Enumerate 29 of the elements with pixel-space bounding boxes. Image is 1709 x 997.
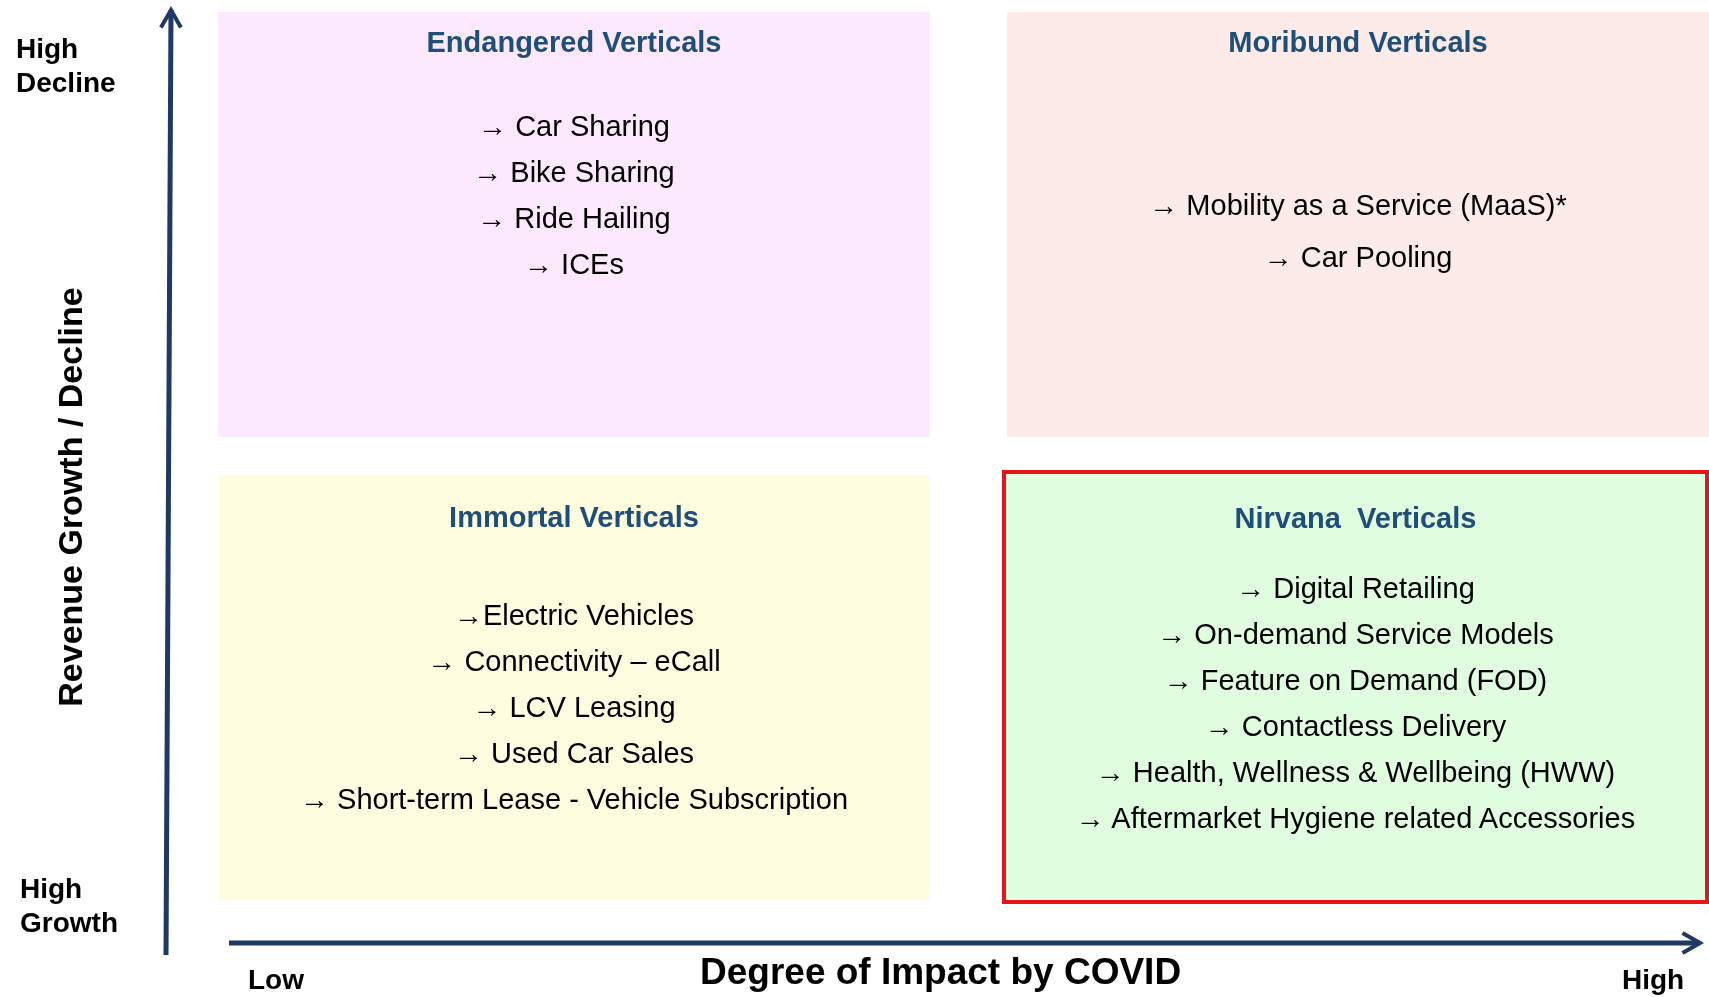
list-item: → Car Pooling <box>1263 240 1453 275</box>
list-item: → Aftermarket Hygiene related Accessories <box>1075 801 1636 836</box>
list-item: → Feature on Demand (FOD) <box>1163 663 1548 698</box>
axis-label: Low <box>248 963 304 997</box>
list-item: → ICEs <box>524 247 624 282</box>
axis-title: Degree of Impact by COVID <box>700 950 1182 994</box>
list-item: → Health, Wellness & Wellbeing (HWW) <box>1095 755 1616 790</box>
quadrant-panel <box>218 475 930 900</box>
list-item: → Short-term Lease - Vehicle Subscription <box>300 782 848 817</box>
quadrant-heading: Immortal Verticals <box>449 501 699 534</box>
axis-label: High Decline <box>16 32 117 100</box>
axis-title: Revenue Growth / Decline <box>49 287 90 707</box>
quadrant-heading: Endangered Verticals <box>426 26 722 59</box>
axis-label: High <box>1622 963 1685 997</box>
list-item: → On-demand Service Models <box>1157 617 1554 652</box>
list-item: →Electric Vehicles <box>453 598 695 633</box>
quadrant-heading: Moribund Verticals <box>1228 26 1488 59</box>
list-item: → Used Car Sales <box>453 736 695 771</box>
list-item: → Connectivity – eCall <box>427 644 721 679</box>
list-item: → LCV Leasing <box>472 690 676 725</box>
quadrant-panel <box>1002 470 1709 904</box>
quadrant-heading: Nirvana Verticals <box>1234 502 1477 535</box>
list-item: → Digital Retailing <box>1236 571 1475 606</box>
list-item: → Car Sharing <box>478 109 670 144</box>
list-item: → Contactless Delivery <box>1204 709 1507 744</box>
axis-label: High Growth <box>20 872 119 940</box>
list-item: → Ride Hailing <box>477 201 671 236</box>
list-item: → Bike Sharing <box>473 155 675 190</box>
list-item: → Mobility as a Service (MaaS)* <box>1149 188 1567 223</box>
